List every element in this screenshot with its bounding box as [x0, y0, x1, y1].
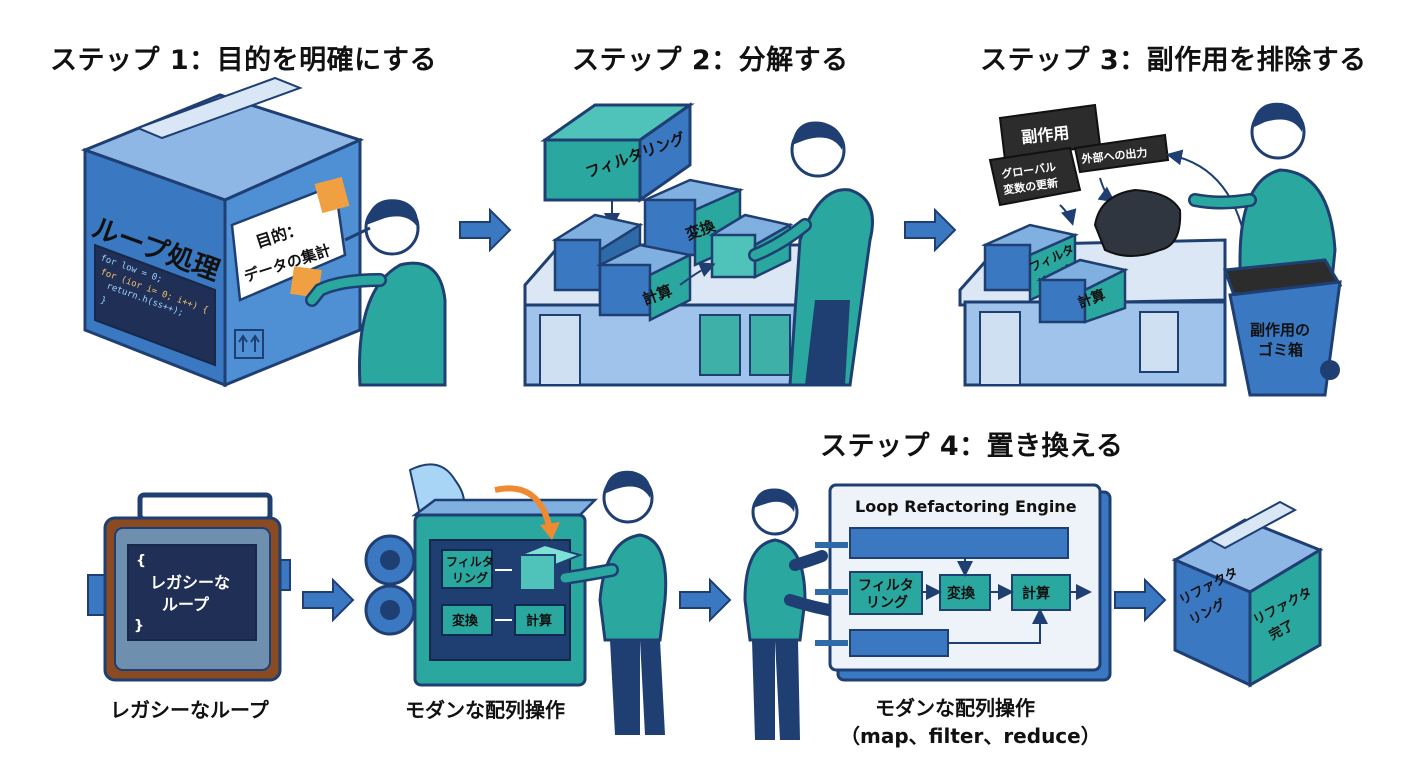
machine-calc-label: 計算 — [526, 613, 552, 629]
arrow-engine-to-done — [1114, 577, 1167, 623]
step3-heading: ステップ 3：副作用を排除する — [980, 45, 1367, 76]
machine-caption: モダンな配列操作 — [405, 698, 565, 722]
step2-heading: ステップ 2：分解する — [572, 45, 849, 76]
engine-calc-label: 計算 — [1022, 585, 1050, 602]
step2-filter-box — [540, 102, 695, 203]
arrow-step2-to-step3 — [904, 207, 957, 253]
step2-person — [748, 121, 874, 387]
step3-trash-can — [1222, 258, 1343, 397]
step1-goal-sign — [230, 176, 350, 302]
step3-bubble-main-label: 副作用 — [1020, 123, 1070, 147]
step3-calc-box — [1036, 258, 1129, 324]
legacy-label-2: ループ — [162, 595, 210, 614]
engine-title: Loop Refactoring Engine — [855, 497, 1077, 516]
engine-filter-label-2: リング — [866, 594, 908, 611]
machine-filter-label-1: フィルタ — [446, 555, 494, 569]
legacy-brace-close: } — [134, 618, 144, 634]
machine-transform-label: 変換 — [452, 613, 479, 629]
step3-trash-label-1: 副作用の — [1250, 321, 1310, 339]
step3-bubble-external-label: 外部への出力 — [1080, 145, 1148, 166]
engine-filter-label-1: フィルタ — [858, 578, 914, 594]
legacy-caption: レガシーなループ — [110, 698, 269, 722]
arrow-legacy-to-machine — [302, 577, 355, 623]
step1-loop-box — [80, 76, 365, 388]
step3-arrow — [1059, 204, 1077, 226]
step4-person-machine — [558, 470, 668, 735]
step1-heading: ステップ 1：目的を明確にする — [50, 45, 437, 76]
refactoring-engine — [815, 483, 1112, 682]
step4-heading: ステップ 4：置き換える — [820, 431, 1124, 462]
step3-bubble-global — [988, 146, 1082, 207]
machine-filter-label-2: リング — [452, 570, 488, 585]
modern-array-machine — [364, 463, 599, 687]
step4-person-engine — [743, 488, 846, 740]
legacy-label-1: レガシーな — [150, 573, 230, 592]
step3-arrow — [1097, 177, 1116, 203]
engine-caption-1: モダンな配列操作 — [875, 696, 1035, 720]
step3-side-effect-blob — [1093, 188, 1182, 257]
engine-caption-2: （map、filter、reduce） — [840, 724, 1101, 748]
arrow-step1-to-step2 — [459, 207, 512, 253]
step2-curve-arrow — [679, 262, 716, 286]
step1-person — [305, 199, 447, 387]
engine-transform-label: 変換 — [947, 585, 976, 602]
legacy-loop-machine — [87, 492, 291, 682]
refactoring-done-box — [1171, 500, 1324, 688]
arrow-machine-to-engine — [679, 577, 732, 623]
code-line: } — [99, 295, 108, 306]
step3-trash-label-2: ゴミ箱 — [1258, 341, 1303, 359]
step2-calc-box — [596, 243, 694, 323]
legacy-brace-open: { — [136, 553, 146, 569]
